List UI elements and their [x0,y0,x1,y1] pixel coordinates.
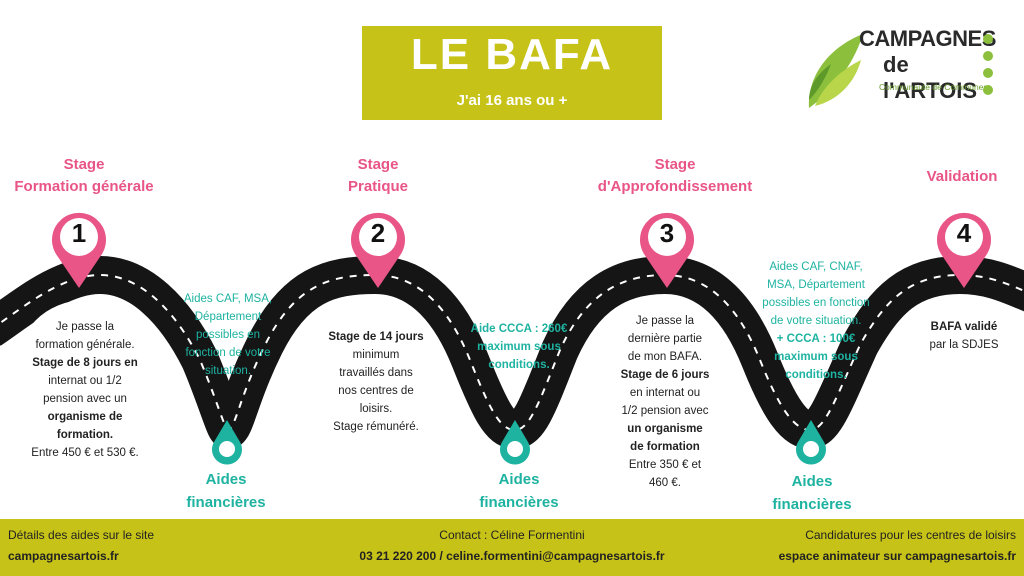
step4-title: Validation [926,168,998,185]
footer-contact[interactable]: 03 21 220 200 / celine.formentini@campag… [359,549,665,563]
step2-number: 2 [370,218,386,248]
aid3-note: Aides CAF, CNAF, MSA, Département possib… [762,261,870,381]
step1-description: Je passe la formation générale. Stage de… [31,321,139,459]
step4-number: 4 [956,218,972,248]
footer-bar: Détails des aides sur le site campagnesa… [0,519,1024,576]
instagram-icon[interactable] [983,85,993,95]
logo: CAMPAGNES de l'ARTOIS Communauté de Comm… [805,24,1005,114]
step1-number: 1 [71,218,87,248]
step3-panel [604,300,726,510]
step3-description: Je passe la dernière partie de mon BAFA.… [620,315,710,489]
aid1-pin-icon [212,420,242,465]
title-banner: LE BAFA J'ai 16 ans ou + [362,26,662,120]
aid3-pin-icon [796,420,826,465]
step2-pin-icon [351,212,405,288]
twitter-icon[interactable] [983,68,993,78]
footer-right-link[interactable]: espace animateur sur campagnesartois.fr [778,549,1016,563]
aid1-note: Aides CAF, MSA, Département possibles en… [183,293,273,377]
step3-number: 3 [659,218,675,248]
step4-description: BAFA validé par la SDJES [929,321,999,351]
leaf-logo-icon [808,34,863,108]
step4-panel [914,300,1014,380]
footer-left-link[interactable]: campagnesartois.fr [8,549,119,563]
step1-panel [15,300,165,510]
logo-tagline: Communauté de Communes [879,82,988,92]
page-subtitle: J'ai 16 ans ou + [456,92,568,109]
logo-line1: CAMPAGNES [859,26,996,51]
aid2-note: Aide CCCA : 260€ maximum sous conditions… [470,323,568,371]
step2-panel [316,300,432,460]
step3-pin-icon [640,212,694,288]
step1-pin-icon [52,212,107,288]
logo-line2: de l'ARTOIS [883,52,978,103]
youtube-icon[interactable] [983,51,993,61]
step4-pin-icon [937,212,991,288]
footer-center: Contact : Céline Formentini 03 21 220 20… [359,528,665,563]
page-title: LE BAFA [410,30,614,79]
aid2-pin-icon [500,420,530,465]
footer-right: Candidatures pour les centres de loisirs… [778,528,1016,563]
facebook-icon[interactable] [983,34,993,44]
footer-left: Détails des aides sur le site campagnesa… [8,528,155,563]
step2-description: Stage de 14 jours minimum travaillés dan… [328,331,424,433]
